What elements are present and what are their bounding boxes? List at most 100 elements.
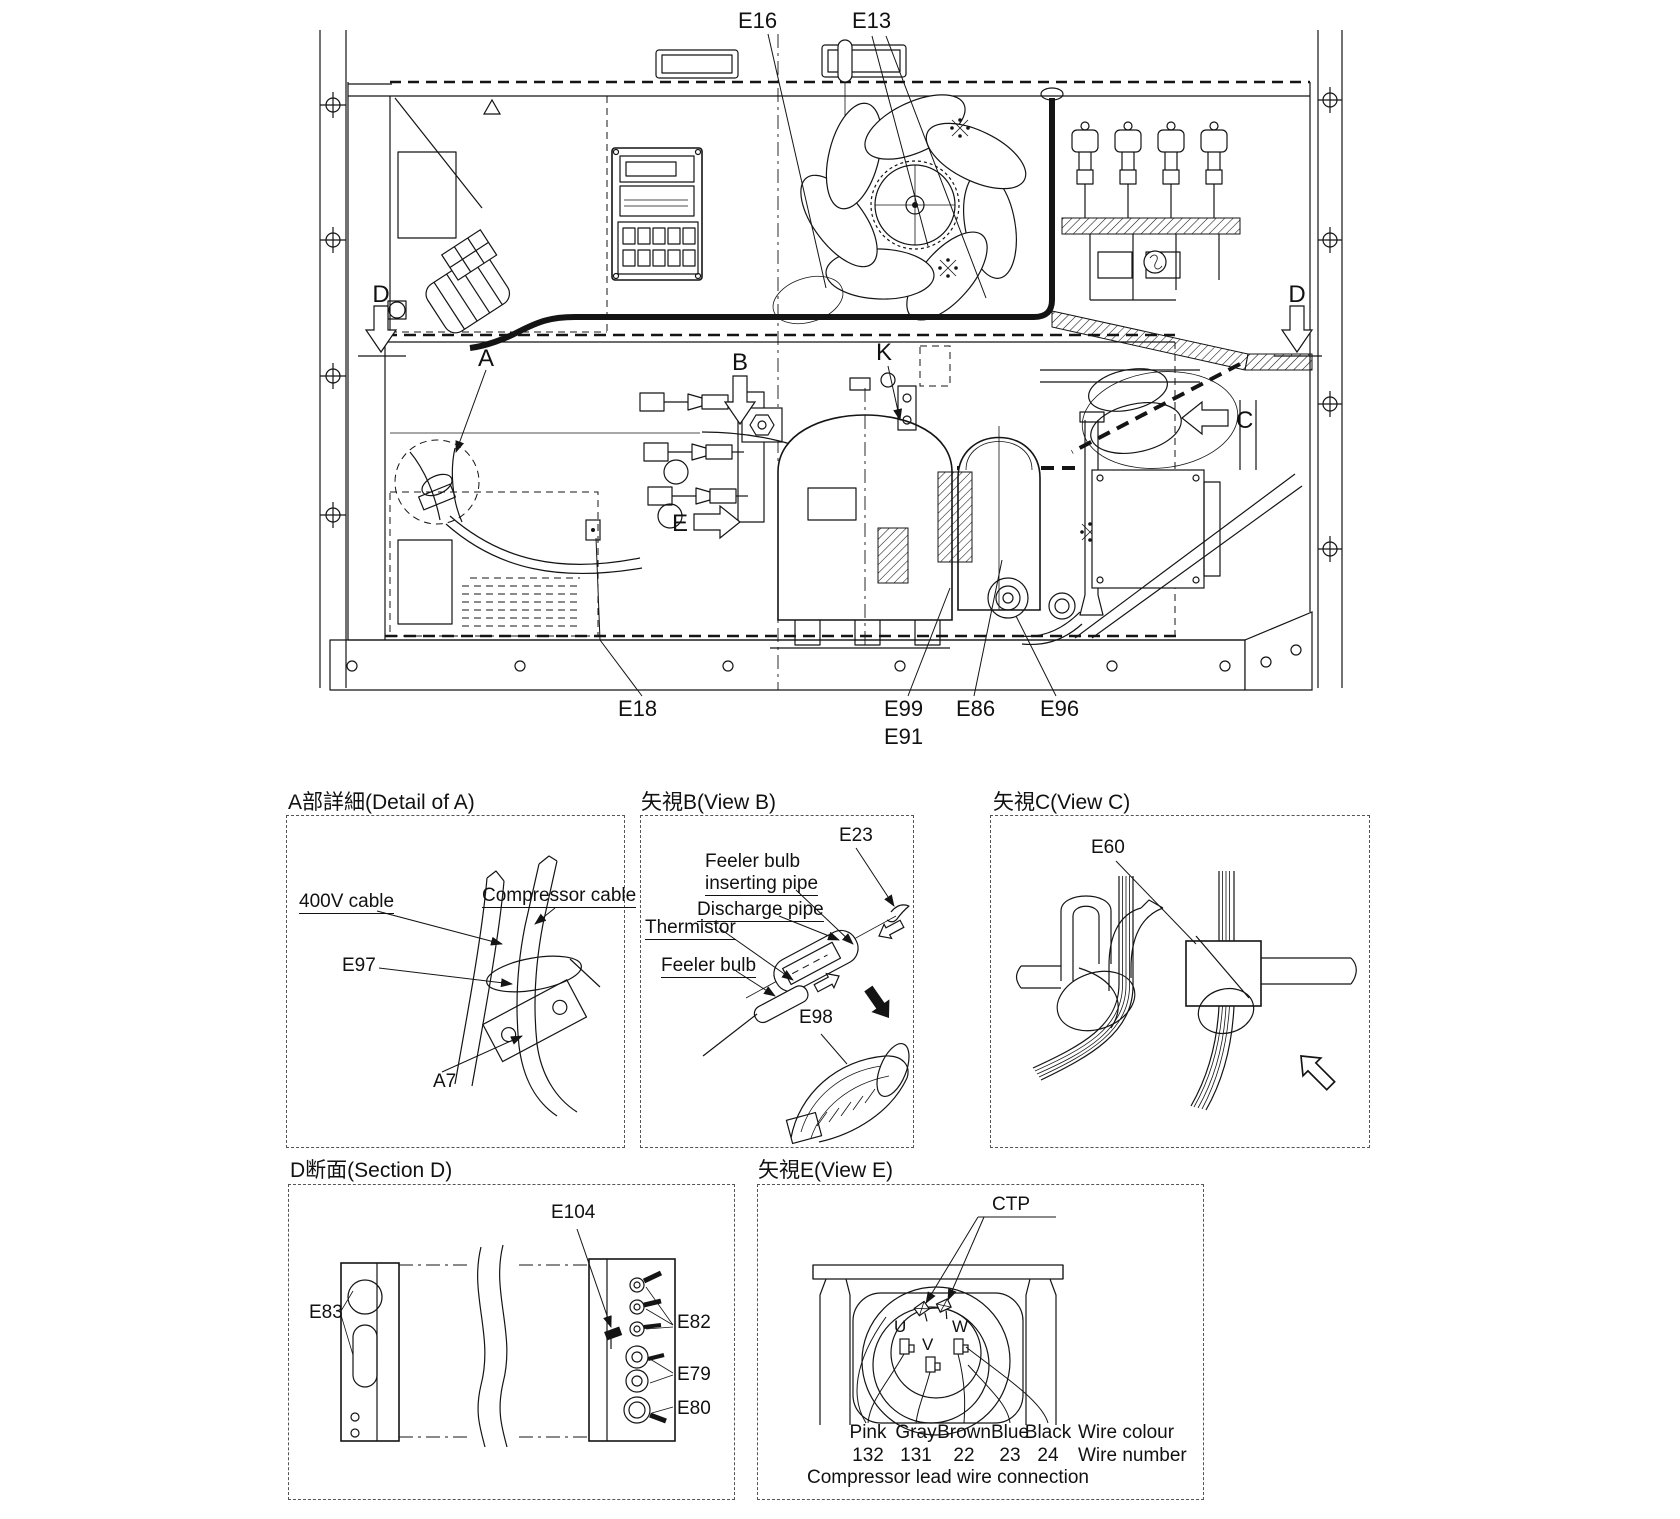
- deck-divider: [384, 333, 1176, 640]
- wire-colour-pink: Pink: [849, 1422, 887, 1443]
- d-left-arrow-icon: [364, 305, 398, 354]
- cable-400v: [454, 870, 505, 1087]
- view-c-title: 矢視C(View C): [993, 791, 1131, 814]
- feeler-bulb-part: [753, 985, 809, 1024]
- bottom-skirt: [329, 611, 1313, 691]
- label-c: C: [1236, 407, 1253, 434]
- accumulator: [957, 426, 1041, 611]
- section-d-title: D断面(Section D): [290, 1159, 453, 1182]
- label-feeler-bulb-pipe-1: Feeler bulb: [705, 851, 801, 872]
- label-e86: E86: [956, 696, 995, 721]
- detail-a-area: [389, 439, 643, 637]
- terminal-w: [953, 1338, 969, 1355]
- view-e-panel: CTP U V W Pink Gray Brown Blue Black 132…: [757, 1184, 1204, 1500]
- label-e80: E80: [677, 1398, 711, 1419]
- label-b: B: [732, 349, 748, 376]
- wire-number-legend: Wire number: [1078, 1445, 1187, 1466]
- break-lines: [477, 1244, 508, 1448]
- label-e97: E97: [342, 955, 376, 976]
- label-e13: E13: [852, 8, 891, 33]
- view-e-title: 矢視E(View E): [758, 1159, 893, 1182]
- e23-clip-part: [886, 904, 910, 923]
- unit-frame: [347, 34, 1311, 690]
- label-ctp: CTP: [992, 1194, 1030, 1215]
- label-d-left: D: [372, 281, 389, 308]
- fan-assembly: [800, 94, 1027, 321]
- detail-a-panel: 400V cable Compressor cable E97 A7: [286, 815, 637, 1148]
- compressor-mount-frame: [812, 1264, 1064, 1425]
- d-right-arrow-icon: [1280, 305, 1314, 354]
- frame-brace: [1074, 400, 1303, 639]
- label-e91: E91: [884, 724, 923, 749]
- right-mount-rail: [1317, 30, 1343, 688]
- wire-number-22: 22: [953, 1445, 975, 1466]
- label-compressor-cable: Compressor cable: [482, 885, 637, 908]
- valve-manifold: [1061, 121, 1241, 301]
- compressor: [770, 372, 953, 649]
- main-unit-drawing: E16 E13 D D A B K C E E18 E99 E91 E86 E9…: [319, 8, 1343, 749]
- label-e18: E18: [618, 696, 657, 721]
- c-left-arrow-icon: [1181, 400, 1229, 436]
- view-c-panel: E60: [990, 815, 1370, 1148]
- label-discharge-pipe: Discharge pipe: [697, 899, 824, 922]
- section-edge-lines: [399, 1264, 589, 1438]
- direction-arrow-icon: [864, 985, 890, 1018]
- label-e96: E96: [1040, 696, 1079, 721]
- wire-colour-legend: Wire colour: [1078, 1422, 1175, 1443]
- left-mount-rail: [319, 30, 347, 688]
- e104-connector: [604, 1326, 623, 1349]
- upper-left-bay: [387, 96, 608, 334]
- cable-tie: [486, 955, 582, 993]
- label-v: V: [922, 1335, 934, 1354]
- fan-motor-component: [425, 229, 511, 334]
- warning-triangle-icon: [482, 98, 502, 115]
- lead-wires: [856, 1316, 1049, 1424]
- detail-a-title: A部詳細(Detail of A): [288, 791, 475, 814]
- wire-number-132: 132: [852, 1445, 884, 1466]
- label-e98: E98: [799, 1007, 833, 1028]
- label-w: W: [952, 1317, 969, 1336]
- right-bracket: [588, 1258, 676, 1442]
- sensor-capsule: [837, 39, 853, 83]
- wire-number-131: 131: [900, 1445, 932, 1466]
- e60-clamp-assembly: [1108, 860, 1357, 1111]
- right-lower-assembly: [987, 362, 1303, 646]
- control-box: [611, 147, 703, 281]
- wire-colour-black: Black: [1024, 1422, 1072, 1443]
- coil-slots: [462, 577, 580, 627]
- callouts: E16 E13 D D A B K C E E18 E99 E91 E86 E9…: [358, 8, 1322, 749]
- k-target-box: [919, 345, 951, 387]
- view-c-balloon: [1081, 371, 1239, 469]
- label-a7: A7: [433, 1071, 457, 1092]
- label-feeler-bulb-pipe-2: inserting pipe: [705, 873, 819, 896]
- label-e104: E104: [551, 1202, 596, 1223]
- wire-table-caption: Compressor lead wire connection: [807, 1467, 1089, 1488]
- power-cable: [469, 87, 1313, 371]
- label-e79: E79: [677, 1364, 711, 1385]
- left-wire-bundle: [1015, 876, 1136, 1081]
- b-down-arrow-icon: [723, 375, 757, 426]
- left-bracket: [340, 1262, 400, 1442]
- label-e60: E60: [1091, 837, 1125, 858]
- label-d-right: D: [1288, 281, 1305, 308]
- label-e99: E99: [884, 696, 923, 721]
- wire-number-24: 24: [1037, 1445, 1059, 1466]
- terminal-v: [925, 1356, 941, 1373]
- terminal-u: [899, 1338, 915, 1355]
- section-d-panel: E104 E83 E82 E79 E80: [288, 1184, 735, 1500]
- label-a: A: [478, 345, 494, 372]
- hatched-patches: [877, 471, 973, 584]
- e-right-arrow-icon: [693, 504, 741, 540]
- label-k: K: [876, 339, 892, 366]
- valve-cluster: [639, 391, 1075, 529]
- label-e23: E23: [839, 825, 873, 846]
- motor-end-view: [861, 1286, 1011, 1436]
- label-thermistor: Thermistor: [645, 917, 736, 940]
- label-feeler-bulb: Feeler bulb: [661, 955, 757, 978]
- label-u: U: [894, 1317, 907, 1336]
- label-e16: E16: [738, 8, 777, 33]
- keypad: [622, 227, 696, 267]
- view-direction-arrow-icon: [1300, 1055, 1336, 1091]
- view-b-title: 矢視B(View B): [641, 791, 776, 814]
